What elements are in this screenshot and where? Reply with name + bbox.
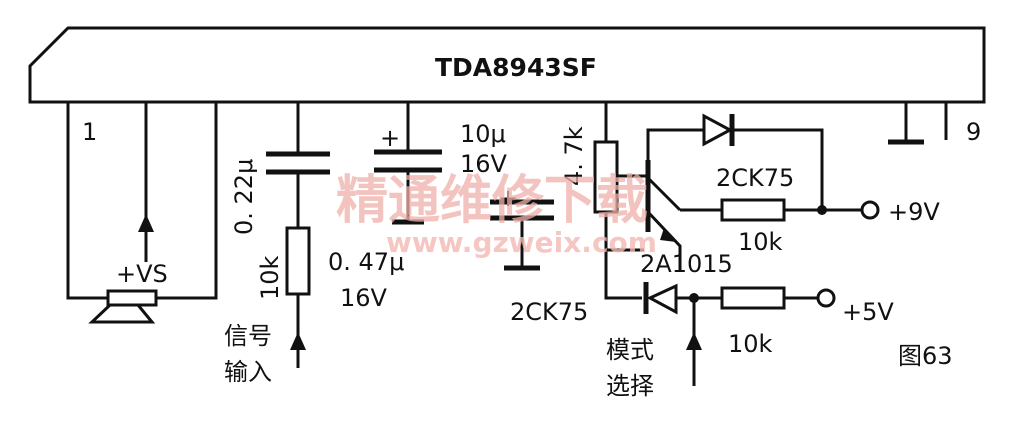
c3-value: 10μ <box>460 120 506 148</box>
c3-capacitor-plates <box>374 149 442 173</box>
bottom-diode-feed-wire <box>604 250 642 300</box>
top-diode-icon <box>702 113 734 147</box>
c1-value: 0. 22μ <box>230 159 258 235</box>
d-bottom-label: 2CK75 <box>510 298 588 326</box>
speaker-icon <box>106 289 158 307</box>
r4-resistor <box>720 286 786 310</box>
top-diode-loop-wire <box>646 128 824 208</box>
mode-arrow-icon <box>686 332 702 350</box>
c1-capacitor-plates <box>266 151 330 175</box>
signal-label-1: 信号 <box>224 322 272 350</box>
speaker-cone <box>88 303 156 324</box>
transistor-label: 2A1015 <box>640 250 733 278</box>
ic-name: TDA8943SF <box>435 53 597 82</box>
speaker-loop-wire <box>66 102 218 300</box>
c4-polarity: + <box>498 184 518 212</box>
figure-label: 图63 <box>898 342 953 370</box>
ic-body <box>28 26 986 104</box>
terminal-9v <box>860 200 880 220</box>
watermark-cn: 精通维修下载 <box>336 170 648 231</box>
signal-label-2: 输入 <box>224 358 272 386</box>
signal-arrow-icon <box>290 332 306 350</box>
bottom-diode-icon <box>646 283 678 315</box>
c3-voltage: 16V <box>460 150 508 178</box>
c3-polarity: + <box>380 124 400 152</box>
junction-9v <box>817 205 827 215</box>
transistor-collector <box>646 176 682 212</box>
r2-value: 4. 7k <box>560 126 588 186</box>
pin-1-label: 1 <box>82 118 97 146</box>
d-top-label: 2CK75 <box>716 164 794 192</box>
terminal-5v <box>816 288 836 308</box>
c2-voltage: 16V <box>340 284 388 312</box>
watermark-url: www.gzweix.com <box>386 226 657 259</box>
mode-label-1: 模式 <box>606 336 654 364</box>
pin-9-wire <box>904 102 948 140</box>
r3-value: 10k <box>738 228 783 256</box>
r4-value: 10k <box>728 330 773 358</box>
r1-resistor <box>285 226 311 296</box>
vs-arrow-icon <box>138 214 154 232</box>
pin-9-label: 9 <box>966 118 981 146</box>
vs-label: +VS <box>116 260 168 288</box>
r3-resistor <box>720 198 786 222</box>
transistor-arrow-icon <box>660 228 676 242</box>
mode-label-2: 选择 <box>606 372 654 400</box>
v5-label: +5V <box>842 298 894 326</box>
transistor-emitter <box>646 210 682 270</box>
v9-label: +9V <box>888 198 940 226</box>
c2-value: 0. 47μ <box>328 248 404 276</box>
r1-value: 10k <box>256 255 284 300</box>
